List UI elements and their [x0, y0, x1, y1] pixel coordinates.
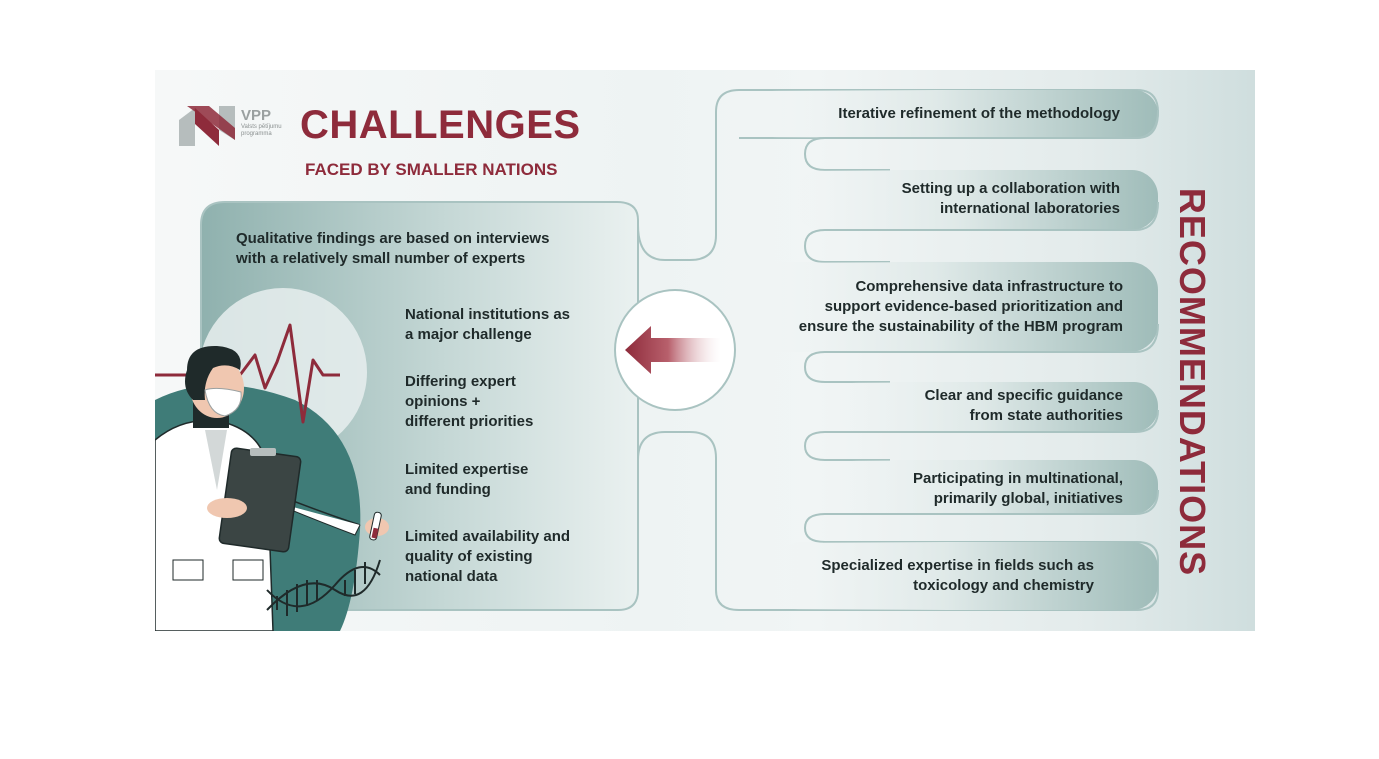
test-tube-icon — [369, 511, 382, 541]
challenge-line: opinions + — [405, 393, 481, 410]
recommendation-line: international laboratories — [939, 200, 1120, 217]
page-title: CHALLENGES — [300, 103, 581, 147]
intro-line: Qualitative findings are based on interv… — [236, 230, 550, 247]
challenge-line: Limited expertise — [405, 461, 529, 478]
challenge-line: Differing expert — [405, 373, 516, 390]
vpp-logo-text: VPP Valsts pētījumu programma — [241, 108, 282, 138]
challenge-line: Limited availability and — [405, 528, 571, 545]
heartbeat-icon — [155, 323, 340, 424]
challenge-item-2: Differing expert opinions + different pr… — [405, 372, 533, 432]
page-subtitle: FACED BY SMALLER NATIONS — [305, 160, 558, 179]
rec-pill-2 — [795, 170, 1158, 230]
recommendation-line: Participating in multinational, — [912, 470, 1123, 487]
challenge-item-1: National institutions as a major challen… — [405, 305, 570, 345]
challenge-line: National institutions as — [405, 306, 571, 323]
vpp-logo-icon — [179, 106, 235, 146]
rec-pill-6 — [775, 542, 1158, 610]
recommendation-item-6: Specialized expertise in fields such as … — [821, 556, 1094, 596]
recommendation-line: from state authorities — [969, 407, 1123, 424]
recommendation-line: toxicology and chemistry — [913, 577, 1094, 594]
recommendation-line: primarily global, initiatives — [933, 490, 1123, 507]
rec-pill-3 — [755, 262, 1158, 352]
infographic-canvas: VPP Valsts pētījumu programma CHALLENGES… — [155, 70, 1255, 631]
recommendation-item-5: Participating in multinational, primaril… — [913, 469, 1123, 509]
rec-pill-4 — [835, 382, 1158, 432]
recommendation-item-2: Setting up a collaboration with internat… — [902, 179, 1120, 219]
challenge-line: quality of existing — [405, 548, 533, 565]
background-shapes — [155, 89, 1160, 631]
clipboard-icon — [207, 447, 302, 553]
intro-line: with a relatively small number of expert… — [236, 250, 526, 267]
challenges-intro: Qualitative findings are based on interv… — [236, 229, 549, 269]
recommendation-line: Setting up a collaboration with — [901, 180, 1120, 197]
recommendation-item-4: Clear and specific guidance from state a… — [925, 386, 1123, 426]
logo-acronym: VPP — [241, 107, 272, 124]
recommendation-line: Comprehensive data infrastructure to — [855, 278, 1123, 295]
logo-subline-1: Valsts pētījumu — [241, 124, 282, 130]
rec-pill-1 — [755, 90, 1158, 138]
arrow-left-icon — [625, 326, 721, 374]
recommendation-item-1: Iterative refinement of the methodology — [838, 104, 1120, 124]
challenge-item-3: Limited expertise and funding — [405, 460, 528, 500]
recommendation-line: Clear and specific guidance — [924, 387, 1123, 404]
logo-subline-2: programma — [241, 131, 272, 137]
challenge-line: a major challenge — [405, 326, 532, 343]
recommendations-heading: RECOMMENDATIONS — [1172, 187, 1213, 577]
dna-icon — [266, 559, 381, 616]
recommendation-line: Iterative refinement of the methodology — [838, 105, 1120, 122]
challenge-line: national data — [405, 568, 498, 585]
recommendation-line: support evidence-based prioritization an… — [824, 298, 1123, 315]
recommendation-line: ensure the sustainability of the HBM pro… — [798, 318, 1123, 335]
challenge-line: and funding — [405, 481, 491, 498]
challenge-line: different priorities — [405, 413, 534, 430]
challenge-item-4: Limited availability and quality of exis… — [405, 527, 570, 587]
rec-pill-5 — [835, 460, 1158, 514]
recommendation-line: Specialized expertise in fields such as — [821, 557, 1094, 574]
recommendation-item-3: Comprehensive data infrastructure to sup… — [799, 277, 1123, 337]
